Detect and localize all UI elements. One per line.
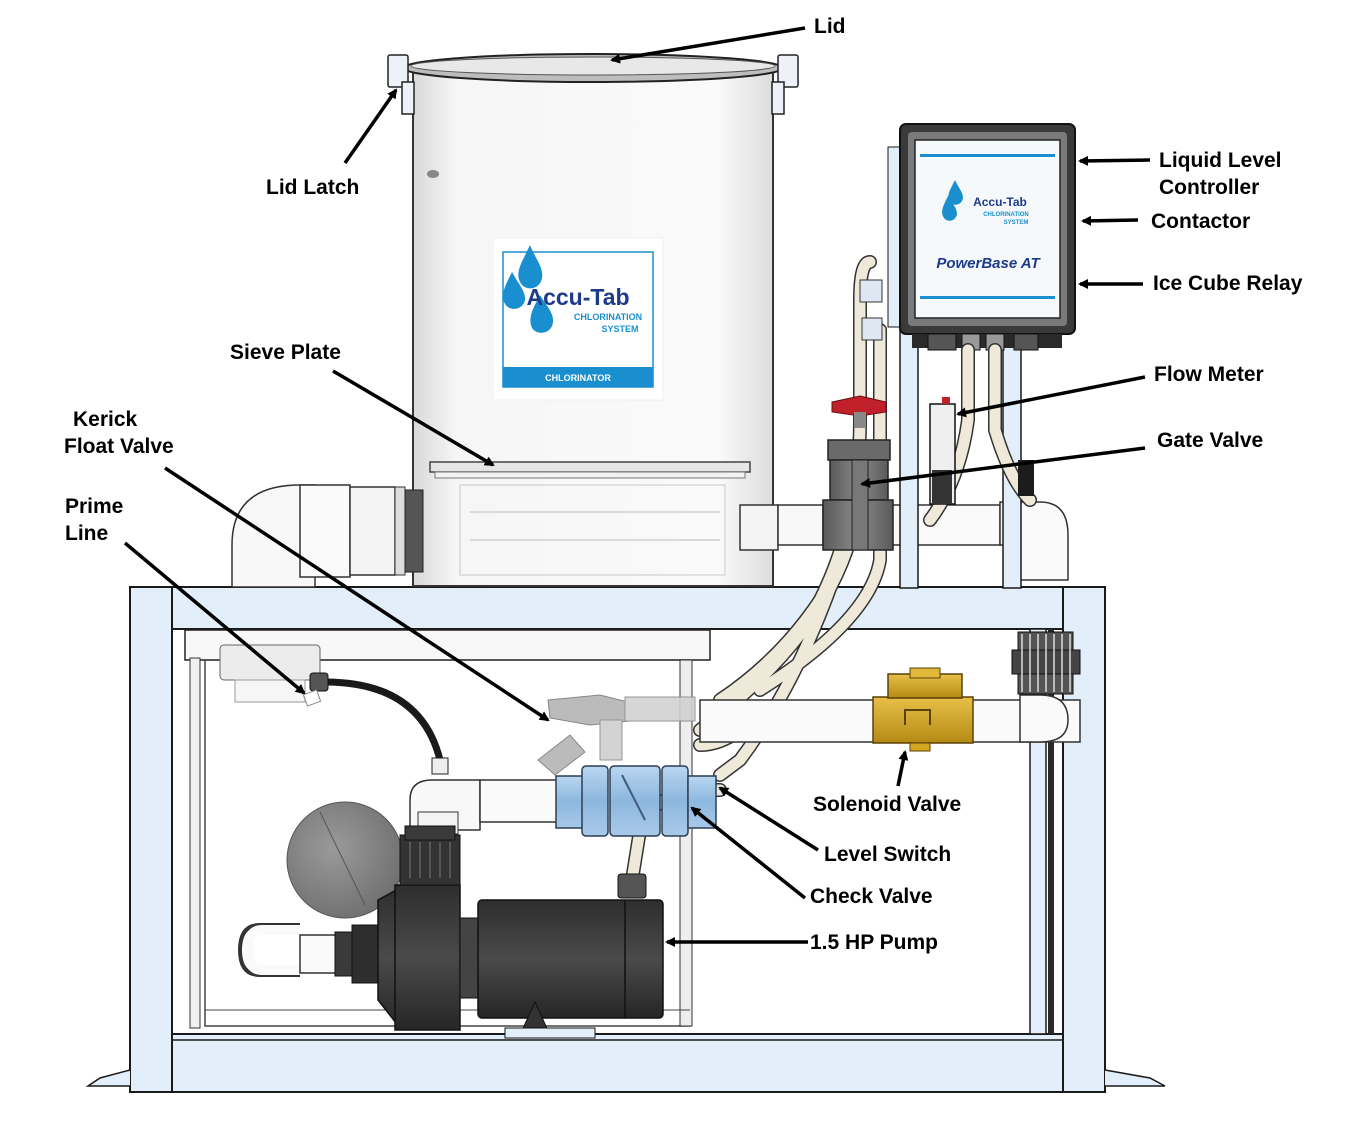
label-check-valve: Check Valve (810, 885, 933, 908)
label-ice-cube-relay: Ice Cube Relay (1153, 272, 1303, 295)
controller-product-name: PowerBase AT (936, 255, 1041, 272)
kerick-float-valve[interactable] (537, 694, 696, 776)
lid-latch-right[interactable] (771, 54, 799, 115)
leader-liquid-level-controller (1078, 155, 1151, 166)
label-sieve-plate: Sieve Plate (230, 341, 341, 364)
label-contactor: Contactor (1151, 210, 1251, 233)
label-liquid-level-controller-line-2: Controller (1159, 176, 1260, 199)
lower-right-piping (699, 631, 1081, 743)
decal-subtitle-2: SYSTEM (601, 324, 638, 334)
label-flow-meter: Flow Meter (1154, 363, 1264, 386)
solenoid-valve[interactable] (872, 667, 974, 752)
pump[interactable] (237, 825, 664, 1039)
label-gate-valve: Gate Valve (1157, 429, 1264, 452)
label-kerick-float-valve-line-1: Kerick (73, 408, 138, 431)
controller-subtitle-1: CHLORINATION (983, 212, 1029, 218)
label-kerick-float-valve: Kerick Float Valve (64, 406, 174, 460)
label-lid-latch: Lid Latch (266, 176, 360, 199)
leader-gate-valve (860, 446, 1146, 488)
decal-brand: Accu-Tab (526, 284, 629, 310)
sieve-plate (429, 461, 751, 576)
level-switch[interactable] (617, 873, 647, 899)
leader-lid (610, 26, 806, 64)
upper-piping (231, 484, 1069, 588)
label-prime-line-line-2: Line (65, 522, 109, 545)
label-liquid-level-controller-line-1: Liquid Level (1159, 149, 1282, 172)
support-frame (85, 586, 1166, 1093)
prime-line[interactable] (302, 672, 449, 775)
leader-prime-line (123, 541, 306, 695)
leader-lid-latch (343, 88, 398, 165)
chlorinator-decal: Accu-Tab CHLORINATION SYSTEM CHLORINATOR (492, 237, 664, 401)
union-fitting (1011, 631, 1081, 695)
flow-meter[interactable] (929, 397, 956, 505)
cord-connector (1018, 460, 1034, 496)
callout-lines (123, 26, 1151, 947)
controller-brand: Accu-Tab (973, 195, 1027, 209)
label-kerick-float-valve-line-2: Float Valve (64, 435, 174, 458)
leader-contactor (1081, 215, 1139, 226)
leader-solenoid-valve (896, 750, 909, 787)
leader-check-valve (690, 806, 807, 900)
label-prime-line: Prime Line (65, 493, 123, 547)
decal-band-label: CHLORINATOR (545, 373, 611, 383)
gate-valve[interactable] (822, 395, 894, 551)
label-lid: Lid (814, 15, 846, 38)
label-prime-line-line-1: Prime (65, 495, 124, 518)
leader-level-switch (718, 786, 819, 852)
decal-subtitle-1: CHLORINATION (574, 312, 642, 322)
label-liquid-level-controller: Liquid Level Controller (1159, 147, 1282, 201)
water-drop-logo-icon (502, 245, 554, 333)
leader-flow-meter (956, 375, 1146, 418)
lid-latch-left[interactable] (387, 54, 415, 115)
suction-pipe (409, 779, 561, 835)
controller-subtitle-2: SYSTEM (1004, 220, 1029, 226)
controller-enclosure[interactable]: Accu-Tab CHLORINATION SYSTEM PowerBase A… (899, 123, 1076, 351)
leader-kerick-float-valve (164, 466, 550, 722)
check-valve[interactable] (555, 765, 717, 837)
leader-sieve-plate (332, 369, 495, 467)
label-pump: 1.5 HP Pump (810, 931, 938, 954)
label-level-switch: Level Switch (824, 843, 952, 866)
controller-logo-icon (942, 180, 963, 221)
label-solenoid-valve: Solenoid Valve (813, 793, 962, 816)
controller-fittings (859, 279, 883, 341)
